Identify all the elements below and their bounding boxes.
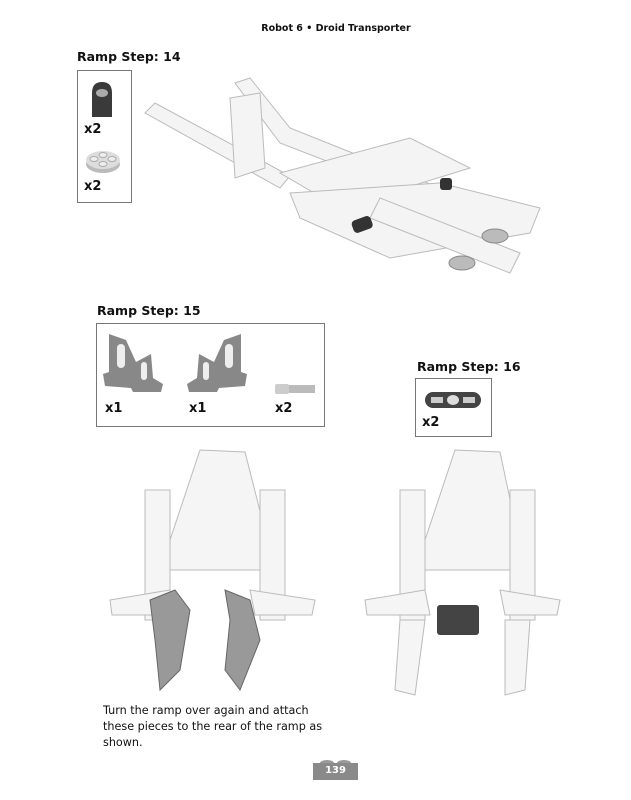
beam-piece-icon	[425, 392, 481, 408]
instruction-text: Turn the ramp over again and attach thes…	[103, 704, 323, 749]
step-16-model-illustration	[364, 449, 561, 696]
half-bush-piece-icon	[92, 82, 112, 117]
page-number: 139	[325, 765, 346, 776]
running-header: Robot 6 • Droid Transporter	[261, 23, 411, 34]
step-14-parts-box: x2 x2	[77, 70, 132, 203]
step-14-title: Ramp Step: 14	[77, 49, 181, 64]
brick-icon	[313, 760, 358, 780]
left-panel-piece-icon	[103, 334, 163, 392]
part-qty: x2	[275, 401, 293, 416]
step-16-parts-box: x2	[415, 378, 492, 437]
right-panel-piece-icon	[187, 334, 247, 392]
step-15-model-illustration	[109, 449, 316, 692]
step-14-model-illustration	[144, 77, 541, 274]
part-qty: x2	[422, 415, 440, 430]
step-15-title: Ramp Step: 15	[97, 303, 201, 318]
part-qty: x1	[189, 401, 207, 416]
round-plate-piece-icon	[86, 151, 120, 173]
page-number-badge: 139	[313, 758, 358, 780]
step-16-title: Ramp Step: 16	[417, 359, 521, 374]
step-15-parts-box: x1 x1 x2	[96, 323, 325, 427]
part-qty: x2	[84, 122, 102, 137]
part-qty: x2	[84, 179, 102, 194]
axle-pin-piece-icon	[275, 384, 315, 394]
part-qty: x1	[105, 401, 123, 416]
